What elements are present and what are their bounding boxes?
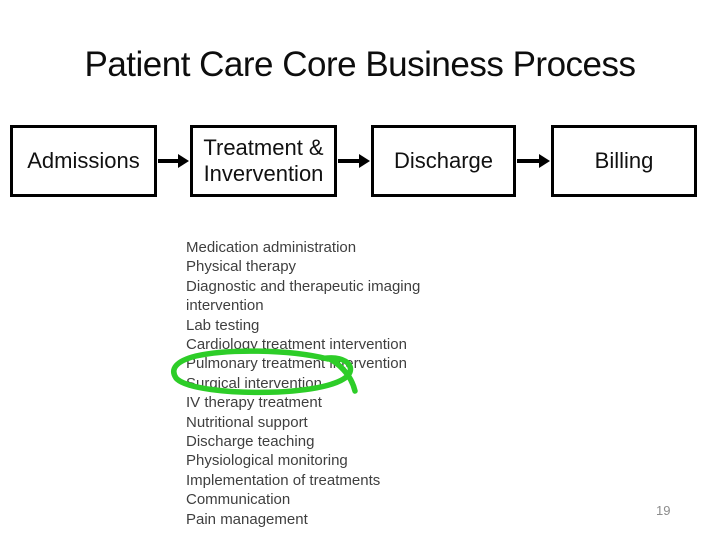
list-item: Lab testing (186, 316, 260, 334)
list-item: Physiological monitoring (186, 452, 348, 470)
list-item: Communication (186, 491, 291, 509)
flow-box-discharge: Discharge (371, 125, 516, 197)
flow-box-billing: Billing (551, 125, 697, 197)
flow-box-admissions: Admissions (10, 125, 157, 197)
flow-arrow-right-icon (338, 154, 370, 168)
list-item: Cardiology treatment intervention (186, 336, 407, 354)
list-item: IV therapy treatment (186, 394, 322, 412)
list-item: Diagnostic and therapeutic imaging (186, 277, 421, 295)
list-item: Medication administration (186, 239, 357, 256)
arrow-shaft (517, 159, 539, 163)
list-item: Pain management (186, 510, 308, 528)
flow-arrow-right-icon (158, 154, 189, 168)
list-item: intervention (186, 297, 264, 315)
list-item: Physical therapy (186, 258, 297, 276)
list-item: Surgical intervention (186, 374, 322, 392)
list-item: Implementation of treatments (186, 471, 381, 489)
arrow-shaft (158, 159, 178, 163)
flow-arrow-right-icon (517, 154, 550, 168)
list-item: Pulmonary treatment intervention (186, 355, 407, 373)
arrow-head-icon (178, 154, 189, 168)
list-item: Discharge teaching (186, 433, 315, 451)
arrow-head-icon (359, 154, 370, 168)
list-item: Nutritional support (186, 413, 308, 431)
slide-page-number: 19 (656, 503, 671, 518)
flow-box-treatment-invervention: Treatment & Invervention (190, 125, 337, 197)
slide-title: Patient Care Core Business Process (84, 45, 636, 84)
arrow-shaft (338, 159, 359, 163)
arrow-head-icon (539, 154, 550, 168)
